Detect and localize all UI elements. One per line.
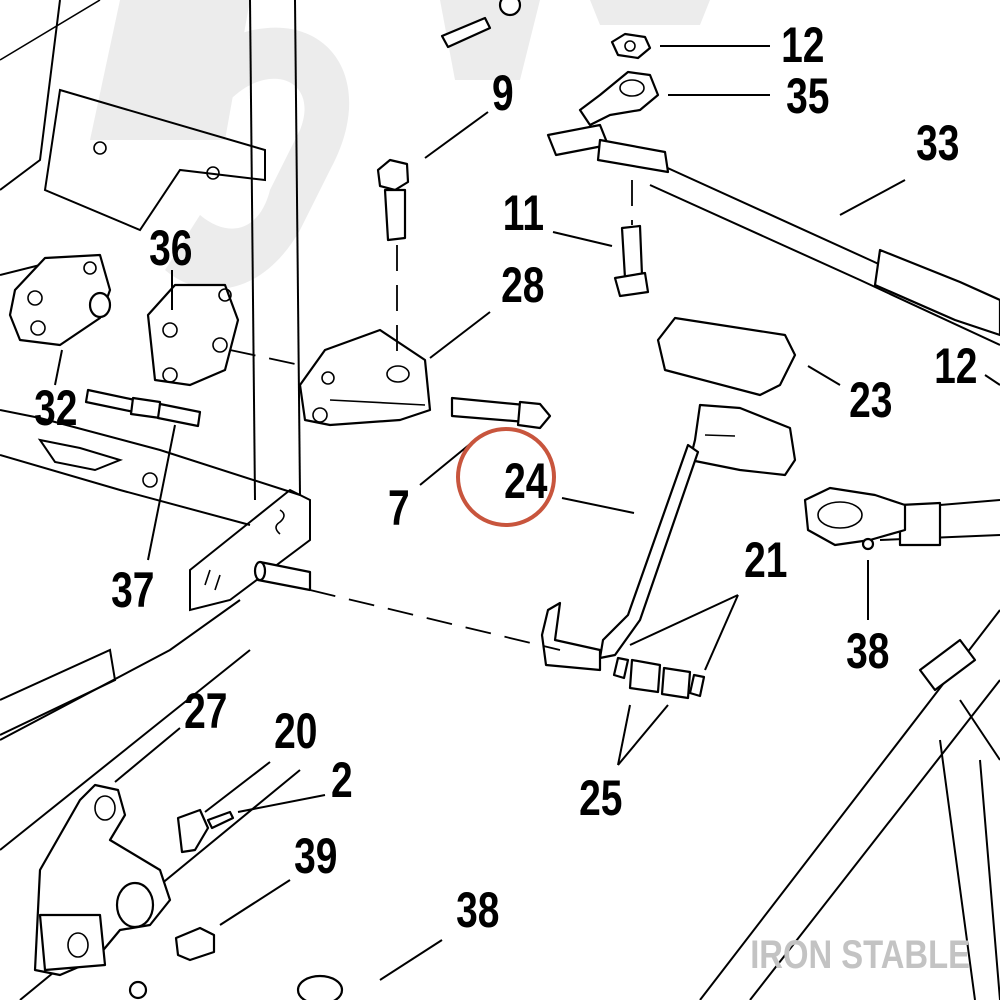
callout-label: 20 <box>274 702 317 759</box>
callout-label: 35 <box>786 67 829 124</box>
callout-label: 39 <box>294 827 337 884</box>
callout-label: 37 <box>111 561 154 618</box>
cable-assembly <box>649 159 1000 1000</box>
leader-lines <box>54 45 1000 981</box>
callout-label: 7 <box>388 479 410 536</box>
callout-label: 25 <box>579 769 622 826</box>
callout-label: 11 <box>503 184 544 241</box>
callout-label: 36 <box>149 219 192 276</box>
lower-hardware <box>33 783 344 1000</box>
callout-label: 33 <box>916 114 959 171</box>
brake-pedal <box>540 316 907 700</box>
callout-label: 12 <box>781 16 824 73</box>
callout-label: 38 <box>846 622 889 679</box>
callout-label: 2 <box>331 751 353 808</box>
highlight-circle <box>456 427 556 527</box>
callout-label: 27 <box>184 682 227 739</box>
callout-label: 24 <box>504 452 547 509</box>
callout-label: 21 <box>744 531 787 588</box>
callout-labels: 12 35 9 33 11 36 28 32 12 23 7 24 37 21 … <box>34 16 977 938</box>
watermark-text: IRON STABLE <box>750 932 970 977</box>
callout-label: 28 <box>501 256 544 313</box>
frame-structure <box>0 0 311 1000</box>
callout-label: 9 <box>492 64 514 121</box>
callout-label: 38 <box>456 881 499 938</box>
callout-label: 12 <box>934 337 977 394</box>
callout-label: 23 <box>849 371 892 428</box>
callout-label: 32 <box>34 379 77 436</box>
background-watermark-shape <box>90 0 710 290</box>
hardware-parts <box>8 0 670 592</box>
assembly-lines <box>229 180 633 651</box>
